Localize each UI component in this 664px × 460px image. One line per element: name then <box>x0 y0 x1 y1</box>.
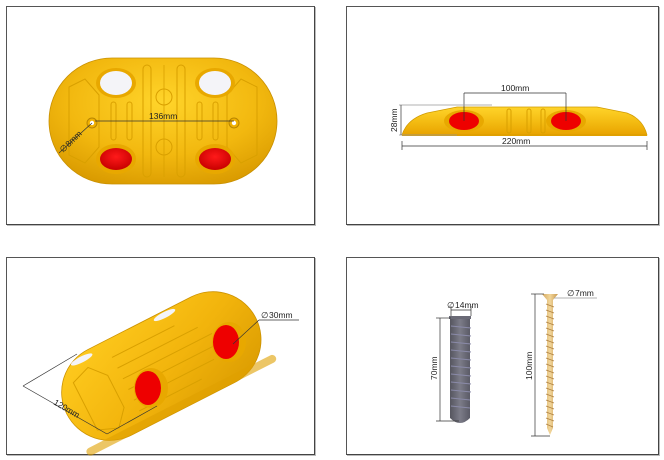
red-reflector <box>199 148 231 170</box>
screw <box>542 294 558 435</box>
top-view-drawing: 136mm ∅ 8mm <box>48 57 278 185</box>
red-reflector <box>100 148 132 170</box>
diameter-symbol: ∅ <box>567 288 575 298</box>
isometric-view-drawing: ∅ 30mm 120mm <box>22 291 299 456</box>
fasteners-drawing: ∅ 14mm 70mm ∅ 7mm <box>429 288 597 437</box>
dimension-leader <box>58 122 93 154</box>
dimension-leader <box>232 319 260 345</box>
height-label: 28mm <box>389 108 399 132</box>
anchor-length-label: 70mm <box>429 356 439 380</box>
mounting-hole-center <box>231 120 237 126</box>
road-stud-side <box>401 106 648 136</box>
hole-spacing-label: 136mm <box>149 111 177 121</box>
red-reflector <box>135 371 161 405</box>
road-stud-isometric <box>61 291 277 456</box>
fasteners-panel: ∅ 14mm 70mm ∅ 7mm <box>346 257 659 455</box>
diameter-symbol: ∅ <box>447 300 455 310</box>
side-view-panel: 100mm 28mm 220mm <box>346 6 659 225</box>
dimension-line <box>22 385 108 435</box>
anchor-diameter-label: 14mm <box>455 300 479 310</box>
screw-length-label: 100mm <box>524 352 534 380</box>
length-label: 220mm <box>502 136 530 146</box>
red-reflector <box>213 325 239 359</box>
reflector-diameter-label: 30mm <box>269 310 293 320</box>
plastic-anchor <box>449 316 472 423</box>
white-reflector <box>199 71 231 95</box>
isometric-view-panel: ∅ 30mm 120mm <box>6 257 315 456</box>
white-reflector <box>100 71 132 95</box>
side-view-drawing: 100mm 28mm 220mm <box>389 83 648 150</box>
diameter-symbol: ∅ <box>261 310 269 320</box>
screw-diameter-label: 7mm <box>575 288 594 298</box>
reflector-spacing-label: 100mm <box>501 83 529 93</box>
top-view-panel: 136mm ∅ 8mm <box>6 6 315 225</box>
